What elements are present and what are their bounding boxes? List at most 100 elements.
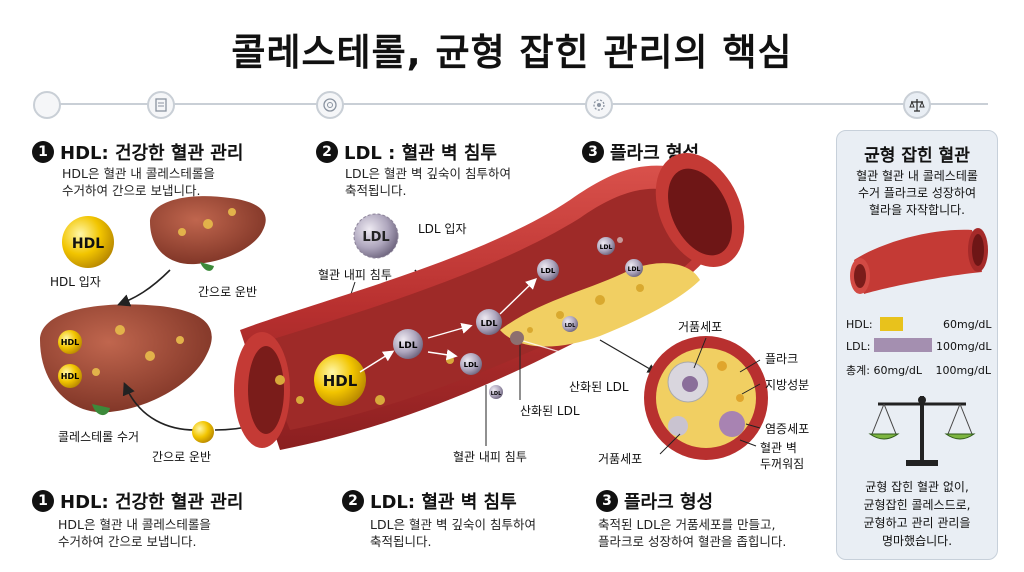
step2-heading-bottom: 2 LDL: 혈관 벽 침투: [342, 488, 517, 514]
desc-line: 수거하여 간으로 보냅니다.: [62, 183, 201, 198]
plaque-cross-section: [644, 336, 768, 460]
step2-desc-bottom: LDL은 혈관 벽 깊숙이 침투하여 축적됩니다.: [370, 516, 536, 550]
ldl-label: LDL: [464, 361, 479, 369]
step1-heading-bottom: 1 HDL: 건강한 혈관 관리: [32, 488, 243, 514]
ldl-level-value: 100mg/dL: [936, 340, 992, 353]
panel-foot-line: 명마했습니다.: [881, 534, 953, 548]
step-title: HDL: 건강한 혈관 관리: [60, 143, 244, 164]
foam-cell-top-label: 거품세포: [678, 320, 723, 334]
balance-scale-icon: [868, 396, 976, 466]
oxidized-ldl-label-2: 산화된 LDL: [520, 404, 580, 418]
inflammatory-cell-label: 염증세포: [765, 422, 810, 436]
ldl-label: LDL: [362, 230, 389, 245]
hdl-particle-legend: HDL: [62, 216, 114, 268]
ldl-particles-vessel: LDL LDL LDL LDL LDL LDL LDL LDL: [393, 237, 643, 399]
panel-desc-line: 혈관 혈관 내 콜레스테롤: [856, 169, 978, 183]
ldl-particle-label: LDL 입자: [418, 222, 467, 236]
hdl-label: HDL: [61, 372, 79, 381]
ldl-label: LDL: [565, 323, 576, 329]
clipboard-icon: [147, 91, 175, 119]
to-liver-top-label: 간으로 운반: [198, 285, 258, 299]
panel-desc-line: 혈라을 자작합니다.: [869, 203, 965, 217]
desc-line: 축적됩니다.: [370, 534, 432, 549]
hdl-particle-small: [192, 421, 214, 443]
ldl-label: LDL: [628, 266, 641, 273]
ldl-label: LDL: [541, 267, 556, 275]
desc-line: HDL은 혈관 내 콜레스테롤을: [62, 166, 215, 181]
step2-heading-top: 2 LDL : 혈관 벽 침투: [316, 139, 497, 165]
total-label: 총계:: [846, 364, 870, 377]
ldl-label: LDL: [491, 391, 502, 397]
foam-cell-bottom-label: 거품세포: [598, 452, 643, 466]
wall-thickening-label: 혈관 벽 두꺼워짐: [760, 440, 804, 472]
ldl-label: LDL: [600, 244, 613, 251]
panel-footer: 균형 잡힌 혈관 없이, 균형잡힌 콜레스드로, 균형하고 관리 관리을 명마했…: [842, 478, 992, 550]
liver-top: [150, 196, 266, 271]
panel-foot-line: 균형 잡힌 혈관 없이,: [865, 480, 969, 494]
step-title: LDL : 혈관 벽 침투: [344, 143, 497, 164]
lipid-label: 지방성분: [765, 378, 810, 392]
step-title: HDL: 건강한 혈관 관리: [60, 492, 244, 513]
hdl-level-value: 60mg/dL: [943, 318, 992, 331]
hdl-level-label: HDL:: [846, 318, 873, 331]
cell-icon: [585, 91, 613, 119]
endothelium-top-label: 혈관 내피 침투: [318, 268, 392, 282]
step1-heading-top: 1 HDL: 건강한 혈관 관리: [32, 139, 243, 165]
healthy-vessel-illustration: [850, 228, 988, 294]
oxidized-ldl-label-1: 산화된 LDL: [569, 380, 629, 394]
panel-foot-line: 균형하고 관리 관리을: [863, 516, 971, 530]
panel-foot-line: 균형잡힌 콜레스드로,: [863, 498, 971, 512]
step-number: 3: [582, 141, 604, 163]
step-number: 1: [32, 141, 54, 163]
desc-line: 축적됩니다.: [345, 183, 407, 198]
total-row: 총계: 60mg/dL 100mg/dL: [846, 362, 991, 378]
vessel-icon: [316, 91, 344, 119]
hdl-label: HDL: [61, 338, 79, 347]
total-ldl: 100mg/dL: [935, 364, 991, 377]
wall-thick-line: 혈관 벽: [760, 441, 797, 455]
step1-desc-top: HDL은 혈관 내 콜레스테롤을 수거하여 간으로 보냅니다.: [62, 165, 215, 199]
ldl-label: LDL: [481, 319, 498, 328]
hdl-in-liver: HDL HDL: [58, 330, 82, 388]
circle-icon: [33, 91, 61, 119]
step-title: LDL: 혈관 벽 침투: [370, 492, 517, 513]
desc-line: 플라크로 성장하여 혈관을 좁힙니다.: [598, 534, 787, 549]
balance-scale-icon: [903, 91, 931, 119]
step-number: 1: [32, 490, 54, 512]
desc-line: LDL은 혈관 벽 깊숙이 침투하여: [345, 166, 511, 181]
to-liver-bottom-label: 간으로 운반: [152, 450, 212, 464]
step-number: 2: [342, 490, 364, 512]
total-hdl: 60mg/dL: [873, 364, 922, 377]
step2-desc-top: LDL은 혈관 벽 깊숙이 침투하여 축적됩니다.: [345, 165, 511, 199]
plaque-label: 플라크: [765, 352, 799, 366]
hdl-label: HDL: [323, 372, 358, 390]
step-number: 2: [316, 141, 338, 163]
panel-description: 혈관 혈관 내 콜레스테롤 수거 플라크로 성장하여 혈라을 자작합니다.: [842, 168, 992, 219]
endothelium-bottom-label: 혈관 내피 침투: [453, 450, 527, 464]
desc-line: LDL은 혈관 벽 깊숙이 침투하여: [370, 517, 536, 532]
liver-bottom: [40, 304, 212, 416]
hdl-particle-vessel: HDL: [314, 354, 366, 406]
step3-heading-bottom: 3 플라크 형성: [596, 488, 713, 514]
step-title: 플라크 형성: [624, 492, 714, 513]
wall-thick-line: 두꺼워짐: [760, 457, 805, 471]
step3-desc-bottom: 축적된 LDL은 거품세포를 만들고, 플라크로 성장하여 혈관을 좁힙니다.: [598, 516, 786, 550]
progress-line: [40, 103, 988, 105]
hdl-level-bar: [880, 317, 904, 331]
desc-line: 축적된 LDL은 거품세포를 만들고,: [598, 517, 776, 532]
panel-title: 균형 잡힌 혈관: [864, 146, 970, 166]
step1-desc-bottom: HDL은 혈관 내 콜레스테롤을 수거하여 간으로 보냅니다.: [58, 516, 211, 550]
ldl-level-bar: [874, 338, 932, 352]
panel-desc-line: 수거 플라크로 성장하여: [857, 186, 977, 200]
desc-line: HDL은 혈관 내 콜레스테롤을: [58, 517, 211, 532]
ldl-level-label: LDL:: [846, 340, 871, 353]
illustration: HDL HDL HDL HDL LDL LDL LDL LDL LDL LDL …: [40, 153, 768, 460]
cholesterol-collect-label: 콜레스테롤 수거: [58, 430, 140, 444]
page-title: 콜레스테롤, 균형 잡힌 관리의 핵심: [231, 31, 793, 74]
ldl-particle-legend: LDL: [353, 213, 399, 259]
hdl-particle-label: HDL 입자: [50, 275, 101, 289]
hdl-label: HDL: [72, 236, 104, 252]
step-number: 3: [596, 490, 618, 512]
ldl-label: LDL: [399, 341, 418, 351]
desc-line: 수거하여 간으로 보냅니다.: [58, 534, 197, 549]
